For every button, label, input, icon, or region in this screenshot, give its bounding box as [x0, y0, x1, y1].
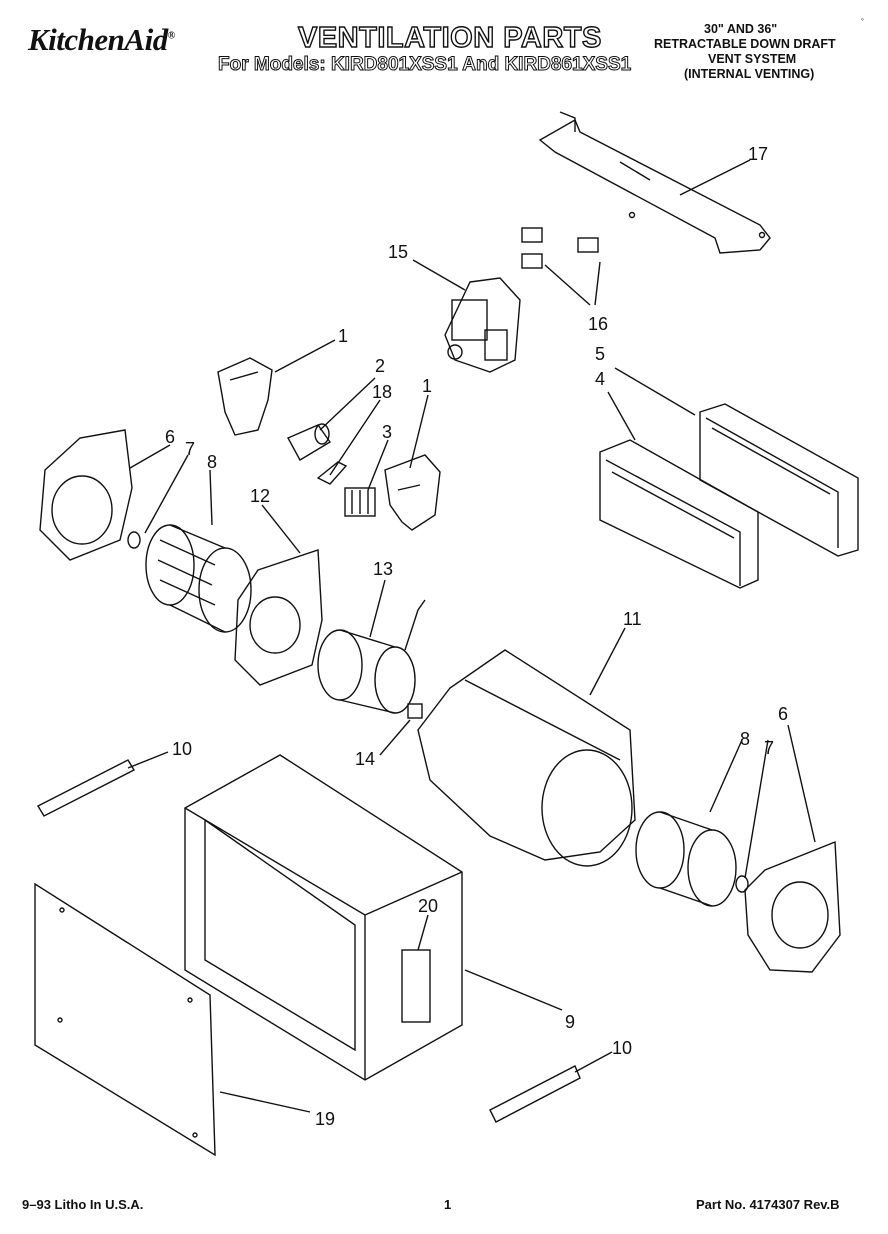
part-1-bracket-lower: [384, 454, 441, 531]
system-line-1: 30" AND 36": [704, 22, 778, 36]
part-7-clip-right: [735, 875, 749, 893]
footer-part-number: Part No. 4174307 Rev.B: [696, 1197, 840, 1212]
kitchenaid-logo: KitchenAid®: [28, 22, 175, 58]
callout-2: 2: [375, 356, 385, 376]
callout-17: 17: [748, 144, 768, 164]
model-numbers: For Models: KIRD801XSS1 And KIRD861XSS1: [217, 54, 632, 76]
footer-print-info: 9–93 Litho In U.S.A.: [22, 1197, 144, 1212]
part-18-clip: [316, 461, 348, 485]
callout-3: 3: [382, 422, 392, 442]
callout-18: 18: [372, 382, 392, 402]
callout-16: 16: [588, 314, 608, 334]
callout-10-lower: 10: [612, 1038, 632, 1058]
leader-lines: [127, 159, 816, 1113]
callout-1-lower: 1: [422, 376, 432, 396]
part-14-nut: [407, 703, 423, 719]
part-13-motor: [317, 599, 426, 714]
callout-4: 4: [595, 369, 605, 389]
callout-8-right: 8: [740, 729, 750, 749]
system-line-2: RETRACTABLE DOWN DRAFT: [654, 37, 836, 51]
callout-6-right: 6: [778, 704, 788, 724]
part-3-terminal-block: [344, 487, 376, 517]
callout-12: 12: [250, 486, 270, 506]
part-17-mounting-bracket: [538, 111, 771, 254]
part-10-angle-upper: [37, 759, 135, 817]
system-line-3: VENT SYSTEM: [708, 52, 797, 66]
corner-mark: ◦: [860, 14, 864, 24]
part-8-blower-wheel-right: [635, 811, 737, 907]
callout-9: 9: [565, 1012, 575, 1032]
part-11-blower-scroll: [417, 649, 636, 867]
registered-mark: ®: [167, 30, 175, 42]
part-9-housing-box: [184, 754, 463, 1081]
callout-7-left: 7: [185, 439, 195, 459]
part-19-cover-panel: [34, 882, 216, 1157]
callout-10-upper: 10: [172, 739, 192, 759]
part-12-blower-plate: [234, 549, 323, 686]
part-1-bracket-upper: [217, 357, 273, 436]
part-4-duct-transition: [599, 439, 759, 589]
callout-1-upper: 1: [338, 326, 348, 346]
callout-6-left: 6: [165, 427, 175, 447]
callout-15: 15: [388, 242, 408, 262]
part-6-blower-plate-right: [744, 840, 841, 973]
callout-11: 11: [623, 609, 642, 629]
footer-page-number: 1: [444, 1197, 452, 1212]
part-6-blower-plate-left: [39, 429, 133, 561]
callout-5: 5: [595, 344, 605, 364]
brand-name: KitchenAid: [28, 22, 168, 57]
part-15-damper-motor: [444, 277, 521, 373]
part-20-label-plate: [401, 949, 431, 1023]
callout-14: 14: [355, 749, 375, 769]
callout-13: 13: [373, 559, 393, 579]
callout-20: 20: [418, 896, 438, 916]
part-8-blower-wheel-left: [145, 524, 252, 633]
part-7-clip-left: [127, 531, 141, 549]
system-line-4: (INTERNAL VENTING): [684, 67, 815, 81]
part-16-switches: [521, 227, 599, 269]
callout-19: 19: [315, 1109, 335, 1129]
part-2-capacitor: [287, 423, 332, 461]
callout-7-right: 7: [764, 738, 774, 758]
document-title: VENTILATION PARTS: [297, 21, 602, 54]
callout-8-left: 8: [207, 452, 217, 472]
part-10-angle-lower: [489, 1065, 581, 1123]
